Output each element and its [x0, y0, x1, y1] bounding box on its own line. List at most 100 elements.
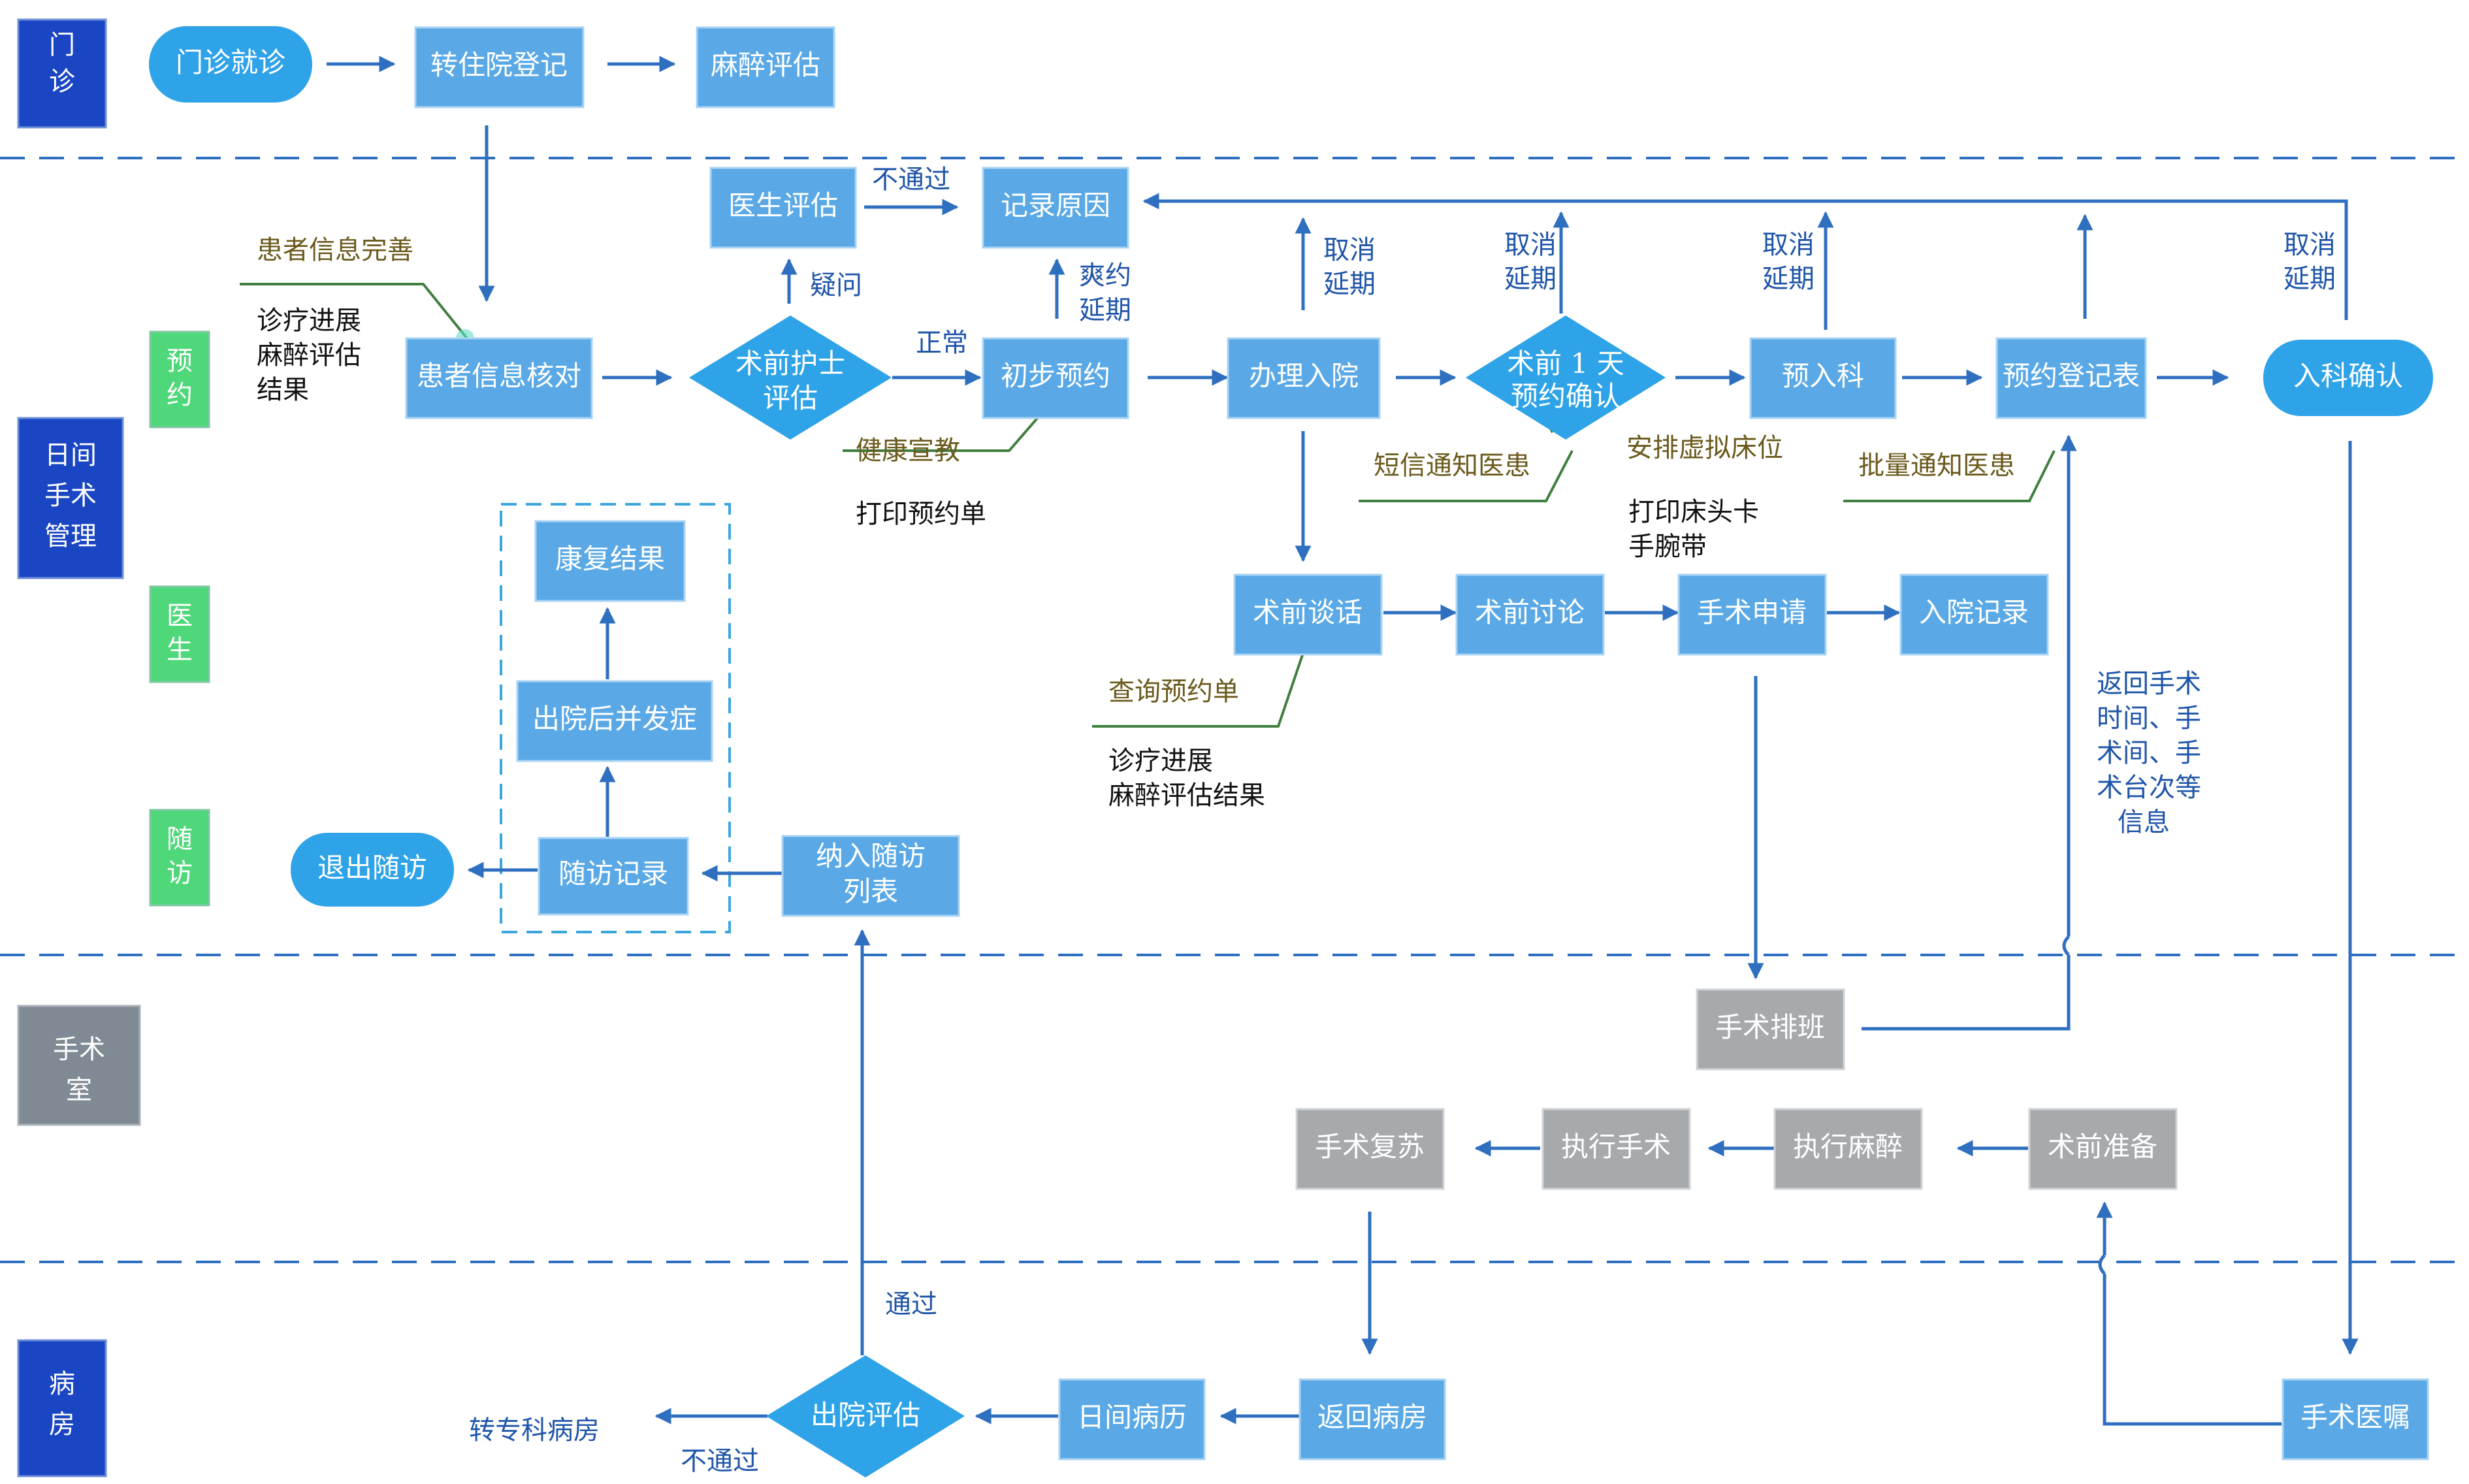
node-do-anesthesia-label: 执行麻醉	[1793, 1131, 1903, 1163]
annotation-info-check-3: 结果	[257, 375, 309, 405]
annotation-batch-notice: 批量通知医患	[1858, 451, 2015, 481]
edge-label-noshow-2: 延期	[1079, 295, 1131, 325]
node-discharge-eval: 出院评估	[766, 1355, 965, 1477]
lane-day-surgery: 日间 手术 管理	[17, 417, 124, 579]
node-followup-list-line1: 纳入随访	[816, 840, 926, 872]
annotation-print-booking: 打印预约单	[856, 499, 986, 529]
annotation-talk-notes-1: 诊疗进展	[1108, 746, 1213, 776]
annotation-print-card-1: 打印床头卡	[1628, 497, 1759, 527]
node-booking-form: 预约登记表	[1995, 337, 2147, 419]
node-pre-admit-label: 预入科	[1782, 360, 1864, 392]
node-ward-confirm: 入科确认	[2263, 340, 2433, 416]
node-do-anesthesia: 执行麻醉	[1773, 1108, 1923, 1190]
sublane-followup-line2: 访	[167, 858, 193, 888]
followup-group	[500, 503, 731, 933]
annotation-sms-notice: 短信通知医患	[1374, 451, 1530, 481]
connectors	[327, 56, 2359, 1426]
edge-label-doubt: 疑问	[810, 270, 862, 300]
lane-or-line2: 室	[66, 1075, 92, 1105]
lane-separators	[0, 157, 2469, 1263]
node-rehab-result: 康复结果	[534, 520, 686, 602]
lane-outpatient: 门 诊	[17, 18, 107, 129]
node-clinic-visit-label: 门诊就诊	[176, 46, 285, 78]
annotation-leaders	[240, 283, 2056, 728]
node-return-ward: 返回病房	[1299, 1378, 1446, 1460]
lane-ward-line2: 房	[49, 1410, 75, 1440]
node-initial-booking-label: 初步预约	[1001, 360, 1110, 392]
sublane-doctor-line1: 医	[167, 601, 193, 631]
sublane-booking-line1: 预	[167, 346, 193, 376]
sublane-doctor: 医 生	[149, 585, 210, 683]
node-surgery-apply: 手术申请	[1677, 573, 1827, 656]
lane-day-surgery-line3: 管理	[44, 521, 97, 551]
annotation-health-edu: 健康宣教	[856, 436, 960, 466]
edge-label-fail2: 不通过	[681, 1446, 759, 1476]
annotation-query-booking: 查询预约单	[1108, 677, 1239, 707]
lane-operating-room: 手术 室	[17, 1005, 141, 1126]
node-doctor-eval-label: 医生评估	[728, 189, 838, 221]
node-info-check-label: 患者信息核对	[417, 360, 581, 392]
node-handle-admission: 办理入院	[1227, 337, 1381, 419]
annotation-virtual-bed: 安排虚拟床位	[1626, 433, 1783, 463]
edge-label-cancel-4b: 延期	[2283, 264, 2336, 294]
edge-label-return-info-3: 术间、手	[2097, 738, 2201, 768]
node-surgery-order: 手术医嘱	[2282, 1378, 2429, 1460]
node-handle-admission-label: 办理入院	[1249, 360, 1359, 392]
annotation-info-check-1: 诊疗进展	[257, 306, 361, 336]
node-preop-discuss: 术前讨论	[1455, 573, 1605, 656]
node-exit-followup: 退出随访	[291, 833, 454, 907]
node-exit-followup-label: 退出随访	[317, 852, 427, 884]
sublane-booking: 预 约	[149, 331, 210, 428]
edge-label-pass: 通过	[885, 1289, 937, 1319]
node-admission-record-label: 入院记录	[1919, 596, 2029, 628]
node-complication: 出院后并发症	[516, 680, 713, 762]
node-surgery-order-label: 手术医嘱	[2300, 1401, 2410, 1433]
node-day-record-label: 日间病历	[1077, 1401, 1187, 1433]
edge-label-cancel-2b: 延期	[1504, 264, 1557, 294]
annotation-info-check-2: 麻醉评估	[257, 340, 361, 370]
node-surgery-schedule: 手术排班	[1696, 988, 1845, 1071]
node-followup-list: 纳入随访 列表	[781, 835, 960, 917]
node-discharge-eval-label: 出院评估	[811, 1399, 920, 1431]
node-followup-list-line2: 列表	[843, 875, 898, 907]
node-preop-discuss-label: 术前讨论	[1475, 596, 1585, 628]
sublane-doctor-line2: 生	[167, 635, 193, 665]
node-preop-talk-label: 术前谈话	[1253, 596, 1363, 628]
node-confirm-1day-line2: 预约确认	[1511, 380, 1621, 412]
node-followup-record: 随访记录	[538, 837, 689, 916]
node-nurse-eval-line2: 评估	[763, 382, 818, 414]
node-rehab-result-label: 康复结果	[555, 543, 665, 575]
node-complication-label: 出院后并发症	[532, 703, 697, 735]
node-surgery-recovery-label: 手术复苏	[1315, 1131, 1425, 1163]
node-booking-form-label: 预约登记表	[2003, 360, 2140, 392]
node-do-surgery: 执行手术	[1541, 1108, 1691, 1190]
node-record-reason: 记录原因	[982, 167, 1129, 249]
node-anesthesia-eval-opd: 麻醉评估	[696, 26, 835, 108]
edge-label-cancel-4a: 取消	[2283, 230, 2336, 260]
annotation-print-card-2: 手腕带	[1628, 532, 1707, 562]
edge-label-cancel-3b: 延期	[1762, 264, 1815, 294]
edge-label-fail: 不通过	[872, 165, 950, 195]
edge-label-normal: 正常	[916, 328, 968, 358]
node-anesthesia-eval-opd-label: 麻醉评估	[711, 49, 820, 81]
node-confirm-1day-line1: 术前 1 天	[1507, 347, 1624, 379]
edge-label-noshow-1: 爽约	[1079, 261, 1131, 291]
edge-label-cancel-3a: 取消	[1762, 230, 1815, 260]
lane-outpatient-line2: 诊	[49, 67, 75, 97]
node-nurse-eval: 术前护士 评估	[689, 315, 892, 440]
node-admission-register: 转住院登记	[414, 26, 585, 108]
node-info-check: 患者信息核对	[405, 337, 593, 419]
node-return-ward-label: 返回病房	[1317, 1401, 1427, 1433]
node-surgery-schedule-label: 手术排班	[1715, 1011, 1825, 1043]
lane-day-surgery-line2: 手术	[44, 481, 97, 511]
node-day-record: 日间病历	[1058, 1378, 1206, 1460]
node-doctor-eval: 医生评估	[709, 167, 857, 249]
sublane-followup-line1: 随	[167, 824, 193, 854]
node-pre-admit: 预入科	[1749, 337, 1897, 419]
edge-label-transfer-ward: 转专科病房	[469, 1415, 600, 1445]
lane-day-surgery-line1: 日间	[44, 440, 97, 470]
node-surgery-apply-label: 手术申请	[1697, 596, 1807, 628]
node-preop-prep-label: 术前准备	[2048, 1131, 2157, 1163]
edge-label-cancel-2a: 取消	[1504, 230, 1557, 260]
